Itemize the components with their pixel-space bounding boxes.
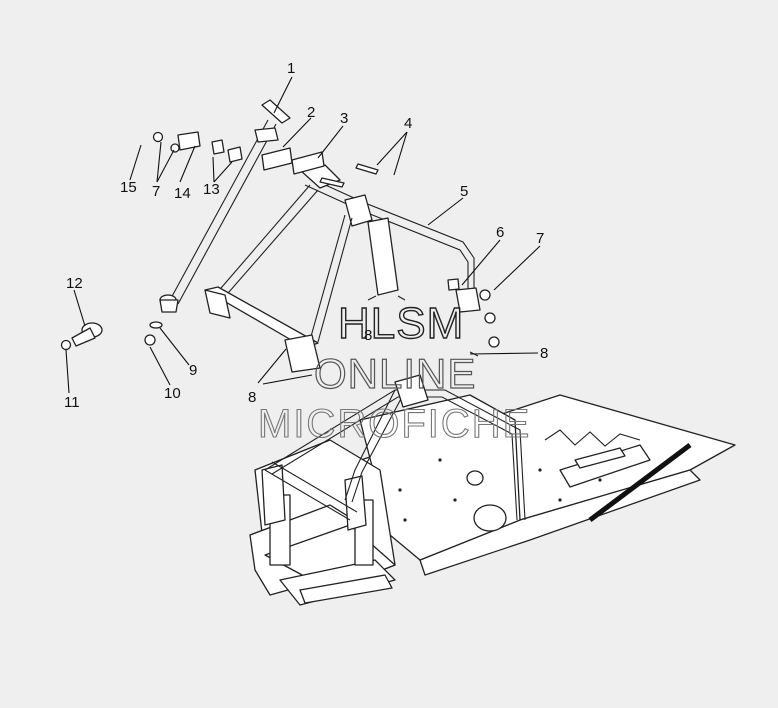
callout-8-right: 8	[540, 345, 548, 362]
callout-3: 3	[340, 110, 348, 127]
callout-12: 12	[66, 275, 83, 292]
watermark-line-2: ONLINE	[314, 350, 476, 397]
callout-11: 11	[64, 394, 80, 411]
callout-8-center: 8	[364, 327, 372, 344]
callout-7-left: 7	[152, 183, 160, 200]
chassis-tunnel	[249, 394, 736, 606]
hardware-parts	[60, 131, 500, 357]
watermark: HLSM ONLINE MICROFICHE	[257, 298, 531, 446]
callout-13: 13	[203, 181, 220, 198]
leader-lines	[65, 76, 541, 394]
callout-8-left: 8	[248, 389, 256, 406]
watermark-line-1: HLSM	[338, 299, 464, 348]
callout-15: 15	[120, 179, 137, 196]
callout-labels: 1 2 3 4 5 6 7 7 8 8 8 9 10 11 12 13 14 1…	[64, 60, 548, 411]
callout-2: 2	[307, 104, 315, 121]
callout-7-right: 7	[536, 230, 544, 247]
callout-5: 5	[460, 183, 468, 200]
steering-post	[159, 99, 291, 313]
callout-9: 9	[189, 362, 197, 379]
callout-6: 6	[496, 224, 504, 241]
callout-4: 4	[404, 115, 412, 132]
callout-14: 14	[174, 185, 191, 202]
watermark-line-3: MICROFICHE	[258, 402, 531, 446]
callout-10: 10	[164, 385, 181, 402]
callout-1: 1	[287, 60, 295, 77]
installed-frame	[264, 374, 526, 521]
